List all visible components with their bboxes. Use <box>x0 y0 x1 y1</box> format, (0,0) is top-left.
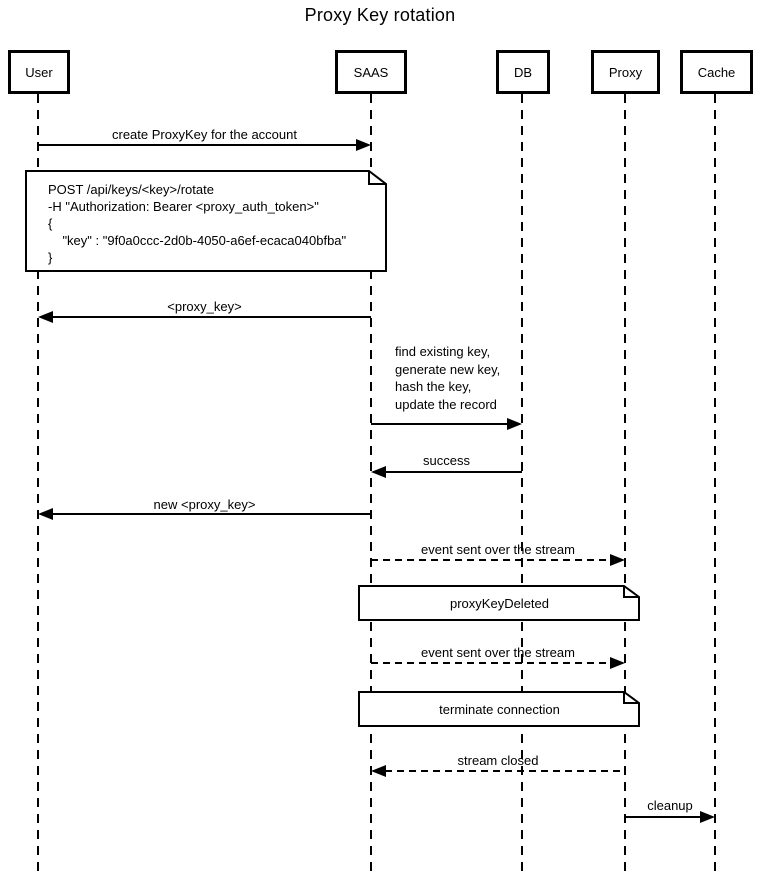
arrowhead-right-icon <box>610 554 625 566</box>
message-line-event-stream-1 <box>371 559 611 561</box>
message-label-event-stream-1: event sent over the stream <box>421 542 575 557</box>
arrowhead-right-icon <box>356 139 371 151</box>
message-line-new-proxy-key <box>52 513 371 515</box>
actor-box-cache: Cache <box>680 50 753 94</box>
message-label-proxy-key: <proxy_key> <box>167 299 242 314</box>
lifeline-proxy <box>624 94 626 873</box>
message-line-success <box>385 471 522 473</box>
actor-label-db: DB <box>513 64 533 80</box>
message-label-event-stream-2: event sent over the stream <box>421 645 575 660</box>
message-label-db-update: find existing key, generate new key, has… <box>395 344 501 412</box>
actor-box-user: User <box>8 50 70 94</box>
actor-label-saas: SAAS <box>353 64 389 80</box>
arrowhead-right-icon <box>507 418 522 430</box>
note-post-rotate: POST /api/keys/<key>/rotate -H "Authoriz… <box>25 170 388 272</box>
lifeline-user <box>37 94 39 873</box>
arrowhead-right-icon <box>610 657 625 669</box>
note-outline-icon <box>358 585 640 621</box>
arrowhead-left-icon <box>371 765 386 777</box>
message-label-create-proxykey: create ProxyKey for the account <box>112 127 297 142</box>
message-label-cleanup: cleanup <box>647 798 693 813</box>
arrowhead-left-icon <box>38 311 53 323</box>
message-line-proxy-key <box>52 316 371 318</box>
arrowhead-left-icon <box>38 508 53 520</box>
message-label-success: success <box>423 453 470 468</box>
message-label-stream-closed: stream closed <box>457 753 539 768</box>
actor-box-proxy: Proxy <box>591 50 660 94</box>
lifeline-cache <box>714 94 716 873</box>
actor-label-proxy: Proxy <box>608 64 643 80</box>
lifeline-saas <box>370 94 372 873</box>
note-outline-icon <box>358 691 640 727</box>
message-line-cleanup <box>625 816 701 818</box>
message-label-new-proxy-key: new <proxy_key> <box>153 497 256 512</box>
note-outline-icon <box>25 170 387 272</box>
message-line-db-update <box>371 423 508 425</box>
arrowhead-left-icon <box>371 466 386 478</box>
lifeline-db <box>521 94 523 873</box>
message-line-stream-closed <box>385 770 625 772</box>
actor-box-db: DB <box>496 50 550 94</box>
message-line-event-stream-2 <box>371 662 611 664</box>
diagram-title: Proxy Key rotation <box>304 5 456 25</box>
arrowhead-right-icon <box>700 811 715 823</box>
note-text-post-rotate: POST /api/keys/<key>/rotate -H "Authoriz… <box>48 182 347 265</box>
actor-box-saas: SAAS <box>335 50 407 94</box>
note-text-proxykeydeleted: proxyKeyDeleted <box>450 595 549 611</box>
actor-label-cache: Cache <box>697 64 736 80</box>
note-text-terminate-connection: terminate connection <box>439 701 560 717</box>
note-proxykeydeleted: proxyKeyDeleted <box>358 585 641 621</box>
message-line-create-proxykey <box>38 144 358 146</box>
actor-label-user: User <box>25 64 53 80</box>
note-terminate-connection: terminate connection <box>358 691 641 727</box>
